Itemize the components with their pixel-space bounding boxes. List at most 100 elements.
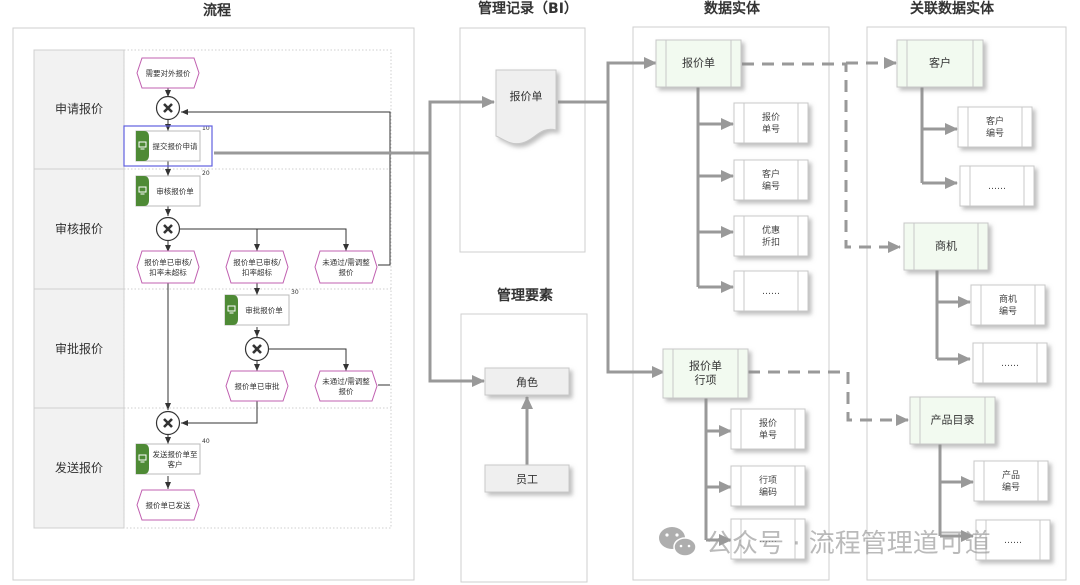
quote-document[interactable] — [495, 69, 557, 145]
entity-product-box — [909, 396, 996, 445]
entity-opportunity-label: 商机 — [935, 239, 957, 253]
attr-quote-3[interactable]: …… — [733, 270, 809, 312]
task-number: 10 — [202, 125, 210, 132]
task-number: 40 — [202, 438, 210, 445]
attr-quote-0-box — [733, 102, 809, 144]
attr-quote-2-label: 折扣 — [762, 236, 780, 248]
process-frame — [12, 27, 415, 581]
entity-opportunity[interactable]: 商机 — [903, 222, 989, 271]
event-need-quote[interactable]: 需要对外报价 — [136, 57, 200, 89]
attr-customer-1[interactable]: …… — [959, 165, 1035, 207]
data-entities: 报价单报价单号客户编号优惠折扣……报价单行项报价单号行项编码……客户客户编号……… — [655, 39, 1051, 561]
attr-quote-line-1-label: 编码 — [759, 486, 777, 498]
related-frame — [866, 26, 1067, 581]
elements-column-title: 管理要素 — [497, 287, 553, 304]
xor-x-icon — [163, 418, 173, 428]
task-tab — [225, 295, 238, 325]
attr-customer-0-box — [957, 106, 1033, 148]
attr-quote-2-label: 优惠 — [762, 224, 780, 236]
xor-x-icon — [163, 224, 173, 234]
task-10[interactable]: 提交报价申请 10 — [135, 125, 210, 162]
attr-quote-2-box — [733, 215, 809, 257]
event-reviewed-not-exceeded[interactable]: 报价单已审核/扣率未超标 — [136, 250, 200, 284]
lane-apply-quote: 申请报价 — [55, 101, 103, 116]
monitor-icon — [227, 305, 236, 314]
entity-product[interactable]: 产品目录 — [909, 396, 996, 445]
attr-quote-1-label: 客户 — [762, 168, 780, 180]
entities-frame — [632, 26, 830, 581]
event-approved-label: 报价单已审批 — [235, 381, 280, 391]
attr-opportunity-1-label: …… — [1001, 359, 1019, 369]
event-quote-sent-shape — [136, 489, 200, 521]
monitor-icon — [138, 186, 147, 195]
attr-product-1-label: …… — [1004, 536, 1022, 546]
event-approved[interactable]: 报价单已审批 — [225, 370, 289, 402]
employee-label: 员工 — [516, 473, 538, 486]
event-reviewed-exceeded[interactable]: 报价单已审核/扣率超标 — [225, 250, 289, 284]
event-review-rejected-label: 报价 — [339, 267, 354, 277]
process-events: 需要对外报价报价单已审核/扣率未超标报价单已审核/扣率超标未通过/需调整报价报价… — [136, 57, 378, 521]
task-number: 20 — [202, 170, 210, 177]
xor-x-icon — [163, 103, 173, 113]
quote-document-label: 报价单 — [510, 89, 543, 103]
attr-quote-line-0-label: 报价 — [759, 417, 777, 429]
attr-quote-line-1-label: 行项 — [759, 474, 777, 486]
elements-frame — [460, 313, 588, 583]
swimlanes — [33, 49, 392, 529]
employee-box[interactable] — [484, 464, 570, 493]
xor-gateway[interactable] — [155, 216, 181, 242]
watermark: 公众号 · 流程管理道可道 — [659, 527, 991, 559]
xor-gateway[interactable] — [155, 95, 181, 121]
event-reviewed-exceeded-label: 报价单已审核/ — [233, 257, 281, 267]
process-gateways — [155, 95, 270, 436]
entity-quote[interactable]: 报价单 — [655, 39, 742, 88]
task-label: 提交报价申请 — [153, 141, 198, 151]
attr-product-1[interactable]: …… — [975, 519, 1051, 561]
monitor-icon — [138, 454, 147, 463]
attr-quote-1-box — [733, 159, 809, 201]
attr-quote-line-1-box — [730, 465, 806, 507]
task-label: 审核报价单 — [156, 186, 194, 196]
attr-opportunity-0-box — [970, 284, 1046, 326]
lane-approve-quote: 审批报价 — [55, 341, 103, 356]
attr-quote-line-2[interactable]: …… — [730, 518, 806, 560]
xor-gateway[interactable] — [155, 410, 181, 436]
xor-gateway[interactable] — [244, 336, 270, 362]
wechat-icon — [659, 527, 697, 557]
monitor-icon — [138, 141, 147, 150]
role-box[interactable] — [484, 367, 570, 396]
process-connectors — [165, 88, 391, 489]
event-approval-rejected-label: 未通过/需调整 — [322, 376, 370, 386]
records-frame — [459, 27, 586, 253]
entity-customer[interactable]: 客户 — [896, 39, 984, 88]
task-tab — [136, 444, 149, 474]
task-20[interactable]: 审核报价单 20 — [135, 170, 210, 207]
attr-opportunity-1[interactable]: …… — [972, 342, 1048, 384]
attr-quote-3-box — [733, 270, 809, 312]
entity-quote-box — [655, 39, 742, 88]
event-reviewed-not-exceeded-label: 扣率未超标 — [149, 267, 187, 277]
related-column-title: 关联数据实体 — [910, 0, 995, 17]
event-quote-sent[interactable]: 报价单已发送 — [136, 489, 200, 521]
event-reviewed-exceeded-label: 扣率超标 — [242, 267, 272, 277]
entity-quote-line-label: 行项 — [695, 374, 717, 387]
event-approved-shape — [225, 370, 289, 402]
attr-customer-0-label: 客户 — [986, 115, 1004, 127]
event-quote-sent-label: 报价单已发送 — [146, 500, 191, 510]
attr-quote-line-0-label: 单号 — [759, 429, 777, 441]
